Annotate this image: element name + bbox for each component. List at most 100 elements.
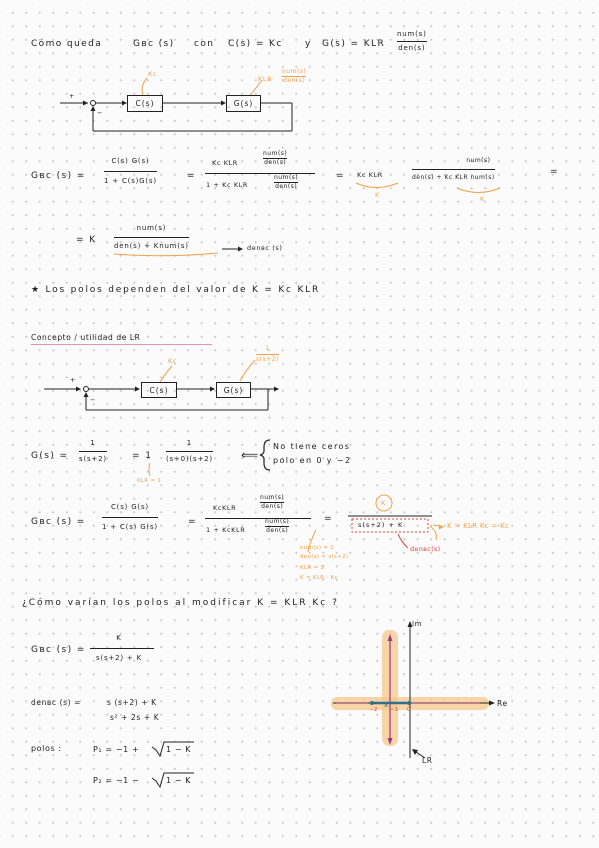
eq1-fraction3: num(s) den(s) + Kc KLR num(s) [412, 158, 495, 181]
eq5-fraction: K s(s+2) + K [90, 635, 154, 662]
eq1-equals-a: = [187, 171, 196, 181]
eq4-equals-b: = [324, 514, 333, 524]
fraction-bar [166, 451, 213, 452]
eq1-f2-num-frac: num(s) den(s) [263, 151, 288, 166]
diagram2-g-note-den: s(s+2) [256, 356, 279, 363]
eq2-den: den(s) + Knum(s) [114, 242, 189, 250]
eq4-result-num: K [381, 499, 386, 507]
eq3-brace-line1: No tiene ceros [273, 442, 351, 451]
diagram1-g-label: G(s) [233, 99, 254, 108]
diagram2-c-block: C(s) [141, 382, 177, 398]
section-title-underline [31, 344, 212, 345]
eq6-rhs1: s (s+2) + K [107, 698, 157, 707]
eq2-lhs: = K [76, 235, 97, 245]
pole-0 [407, 701, 411, 705]
diagram2-minus: − [90, 396, 97, 404]
fraction-bar [260, 502, 285, 503]
eq3-mid: = 1 [132, 451, 153, 461]
eq6-lhs: denʙᴄ (s) = [31, 698, 82, 707]
eq1-equals-c: = [550, 167, 559, 177]
eq4-f1-num: C(s) G(s) [110, 503, 149, 511]
eq7-p1-root: 1 − K [166, 745, 192, 754]
fraction-bar [263, 158, 288, 159]
eq2-num: num(s) [136, 224, 167, 232]
eq4-fraction1: C(s) G(s) 1 + C(s) G(s) [102, 504, 158, 531]
eq1-fraction1: C(s) G(s) 1 + C(s)G(s) [104, 158, 157, 185]
eq3-lhs: G(s) = [31, 451, 69, 461]
eq1-f2-den-den: den(s) [275, 183, 298, 190]
fraction-bar [397, 41, 427, 42]
eq2-arrow-label: denʙᴄ (s) [247, 244, 283, 252]
diagram1-kc-note: Kc [148, 70, 158, 78]
fraction-bar [412, 169, 495, 170]
diagram1-plus: + [69, 92, 76, 100]
eq5-den: s(s+2) + K [96, 654, 142, 662]
eq3-fraction1: 1 s(s+2) [79, 440, 107, 463]
intro-fraction: num(s) den(s) [397, 31, 427, 52]
eq4-f2-num-frac: num(s) den(s) [260, 494, 285, 510]
fraction-bar [274, 182, 299, 183]
diagram2-g-label: G(s) [223, 385, 244, 395]
diagram2-kc-note: Kc [168, 357, 178, 365]
diagram1-g-block: G(s) [226, 95, 261, 112]
diagram1-minus: − [97, 109, 104, 117]
eq4-side-note-2: den(s) = s(s+2) [300, 554, 349, 560]
eq1-kcklr: Kc KLR [357, 171, 383, 179]
fraction-bar [90, 648, 154, 649]
intro-den: den(s) [398, 44, 426, 52]
eq4-f2-den-num: num(s) [265, 518, 290, 525]
eq1-f2-den-num: num(s) [274, 174, 299, 181]
pole-neg2 [370, 701, 374, 705]
eq3-klr-note: KLR = 1 [137, 478, 162, 484]
eq1-f1-num: C(s) G(s) [111, 157, 150, 165]
eq4-lhs: Gʙᴄ (s) = [31, 517, 86, 527]
eq1-equals-b: = [336, 171, 345, 181]
diagram1-klr-den: den(s) [283, 77, 306, 84]
diagram2-c-label: C(s) [149, 385, 169, 395]
eq3-f1-num: 1 [90, 439, 96, 447]
intro-num: num(s) [397, 30, 427, 38]
eq1-f3-num: num(s) [466, 157, 491, 164]
diagram2-plus: + [70, 376, 77, 384]
eq1-k-under-1: K [375, 191, 380, 199]
plot-re-label: Re [497, 699, 508, 708]
eq6-rhs2: s² + 2s + K [110, 713, 160, 722]
eq7-p2: P₂ = −1 − [93, 776, 140, 785]
eq4-side-note-4: K = KLR · Kc [300, 575, 338, 581]
eq4-den-label: denʙᴄ(s) [410, 545, 441, 553]
note-poles-depend: ★ Los polos dependen del valor de K = Kc… [31, 285, 321, 295]
plot-tick-neg1: −1 [390, 707, 399, 713]
eq3-brace-line2: polo en 0 y −2 [273, 456, 352, 465]
eq4-side-note-3: KLR = 1 [300, 565, 325, 571]
eq4-side-note-1: num(s) = 1 [300, 545, 335, 551]
eq1-f2-den-pre: 1 + Kc KLR [206, 181, 249, 189]
eq1-f3-den: den(s) + Kc KLR num(s) [412, 174, 495, 181]
fraction-bar [265, 526, 290, 527]
intro-con: con [194, 39, 215, 49]
eq4-f2-den-pre: 1 + KcKLR [206, 526, 246, 534]
eq4-f2-num-num: num(s) [260, 494, 285, 501]
eq1-f2-den-frac: num(s) den(s) [274, 174, 299, 190]
eq3-arrow: ⟸ [241, 448, 260, 462]
diagram1-klr-num: num(s) [282, 68, 307, 75]
eq4-f2-den-frac: num(s) den(s) [265, 518, 290, 534]
eq1-f1-den: 1 + C(s)G(s) [104, 177, 157, 185]
eq7-p1: P₁ = −1 + [93, 745, 140, 754]
eq4-f2-num-den: den(s) [261, 503, 284, 510]
diagram1-c-label: C(s) [135, 99, 155, 108]
plot-tick-neg2: −2 [369, 707, 378, 713]
eq1-lhs: Gʙᴄ (s) = [31, 171, 86, 181]
fraction-bar [114, 237, 189, 238]
intro-cs-eq: C(s) = Kc [228, 39, 283, 49]
eq3-fraction2: 1 (s+0)(s+2) [166, 440, 213, 463]
eq4-f1-den: 1 + C(s) G(s) [102, 523, 158, 531]
diagram2-g-note-num: 1 [265, 345, 270, 352]
diagram1-klr-note: KLR· [258, 75, 275, 83]
svg-text:x: x [384, 701, 388, 709]
